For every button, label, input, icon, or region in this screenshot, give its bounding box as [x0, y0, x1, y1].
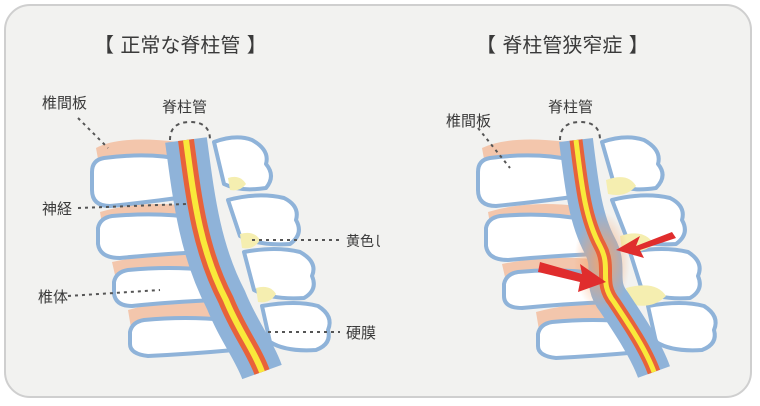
spinous-process — [600, 135, 665, 192]
nerve — [183, 139, 265, 374]
leader-lines — [477, 127, 511, 169]
normal-panel-title: 【 正常な脊柱管 】 — [94, 33, 267, 57]
disc-label: 椎間板 — [42, 94, 87, 112]
nerve — [573, 139, 657, 373]
dura-label: 硬膜 — [346, 324, 376, 342]
normal-spine-panel: 【 正常な脊柱管 】 椎間板 脊柱管 神経 黄色じんたい 椎体 硬膜 — [38, 33, 430, 380]
vertebral-bodies — [90, 153, 236, 358]
canal-marker — [559, 120, 601, 141]
posterior-elements — [212, 135, 332, 353]
arrow-icon — [616, 232, 676, 258]
spinous-process — [226, 193, 301, 247]
nerve-label: 神経 — [42, 200, 72, 218]
posterior-elements — [600, 135, 718, 353]
spinous-process — [260, 301, 332, 353]
stenosis-spine-panel: 【 脊柱管狭窄症 】 椎間板 脊柱管 — [446, 33, 718, 379]
arrow-icon — [538, 262, 606, 292]
spinous-process — [242, 247, 316, 301]
stenosis-panel-title: 【 脊柱管狭窄症 】 — [476, 33, 649, 57]
ligamentum-flavum — [228, 176, 276, 303]
compression-arrows — [538, 232, 676, 292]
ligamentum-flavum-label: 黄色じんたい — [346, 233, 430, 250]
spinal-canal-label: 脊柱管 — [548, 98, 593, 116]
spinous-process — [646, 301, 718, 353]
leader-lines — [67, 117, 340, 333]
spinous-process — [212, 135, 273, 192]
disc-label: 椎間板 — [446, 112, 491, 130]
spinal-canal-label: 脊柱管 — [162, 98, 207, 116]
vertebral-body-label: 椎体 — [38, 288, 68, 306]
canal-marker — [169, 120, 211, 141]
